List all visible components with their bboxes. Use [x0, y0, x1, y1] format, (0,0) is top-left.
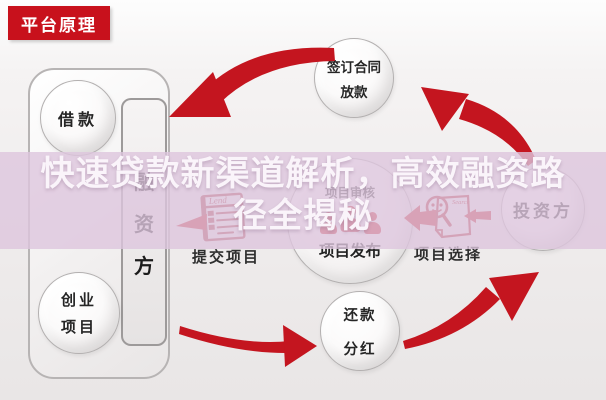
- arrow-financier-to-repay-head: [283, 325, 317, 367]
- arrow-sign-to-financier: [206, 47, 335, 103]
- arrow-financier-to-repay: [179, 326, 290, 354]
- borrow-label: 借款: [57, 112, 98, 129]
- article-title: 快速贷款新渠道解析，高效融资路 径全揭秘: [0, 153, 606, 237]
- arrow-repay-to-investor: [403, 287, 500, 349]
- startup-label-line2: 项目: [60, 319, 97, 336]
- platform-principle-badge: 平台原理: [8, 6, 110, 40]
- startup-project-node: 创业 项目: [38, 272, 120, 354]
- badge-label: 平台原理: [21, 15, 97, 35]
- title-overlay-band: [0, 152, 606, 249]
- arrow-investor-to-sign: [459, 99, 536, 166]
- project-selection-label: 项目选择: [413, 246, 482, 263]
- repay-line2: 分红: [343, 341, 377, 358]
- bar-char: 方: [134, 255, 154, 278]
- submit-project-label: 提交项目: [191, 249, 260, 266]
- repay-line1: 还款: [343, 307, 377, 324]
- sign-contract-line1: 签订合同: [327, 59, 381, 75]
- arrow-investor-to-sign-head: [421, 87, 469, 131]
- arrow-sign-to-financier-head: [169, 72, 231, 117]
- title-line2: 径全揭秘: [233, 197, 373, 235]
- sign-contract-line2: 放款: [340, 84, 368, 100]
- repay-dividend-node: 还款 分红: [320, 291, 400, 371]
- arrow-repay-to-investor-head: [489, 272, 539, 321]
- title-line1: 快速贷款新渠道解析，高效融资路: [40, 155, 566, 193]
- startup-label-line1: 创业: [60, 292, 97, 309]
